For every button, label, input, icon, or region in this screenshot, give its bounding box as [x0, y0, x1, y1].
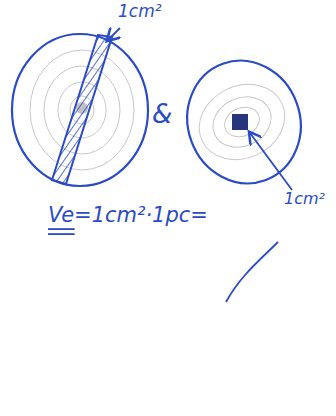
ampersand: & [152, 100, 172, 129]
area-label: 1cm² [118, 2, 162, 21]
area-label: 1cm² [284, 190, 325, 208]
volume-equation: Ve=1cm²·1pc= [48, 204, 208, 227]
